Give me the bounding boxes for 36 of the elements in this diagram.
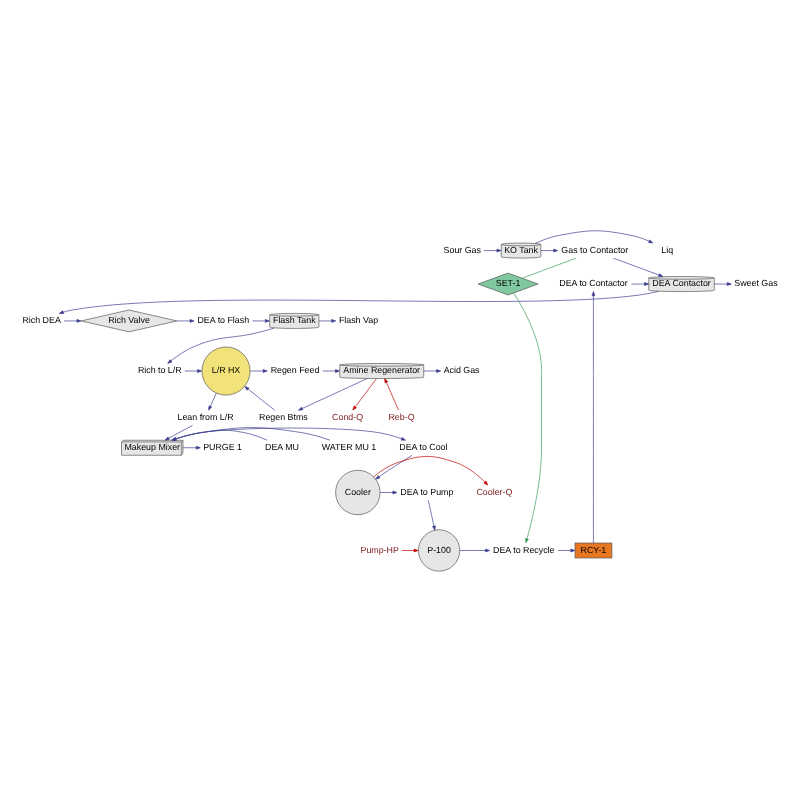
- arrow: [427, 498, 436, 530]
- arrow: [322, 368, 340, 372]
- arrow: [423, 368, 442, 372]
- arrow: [352, 377, 377, 410]
- arrow: [171, 428, 268, 440]
- arrow: [375, 454, 413, 479]
- arrow: [167, 326, 275, 363]
- arrow: [182, 444, 201, 449]
- arrow: [171, 426, 331, 440]
- arrow: [171, 426, 406, 440]
- arrow: [298, 377, 368, 410]
- arrow: [591, 290, 596, 543]
- arrow: [164, 424, 193, 440]
- arrow: [373, 455, 489, 485]
- connector: [521, 256, 577, 278]
- arrow: [252, 318, 270, 322]
- arrow: [540, 247, 559, 252]
- arrow: [557, 547, 576, 552]
- arrow: [535, 229, 654, 243]
- arrow: [613, 256, 664, 276]
- arrow: [244, 385, 276, 410]
- arrow: [483, 247, 502, 252]
- arrow: [184, 368, 202, 372]
- arrow: [401, 547, 419, 552]
- arrow: [513, 291, 542, 543]
- arrow: [208, 391, 217, 410]
- arrow: [176, 318, 195, 322]
- arrow: [58, 290, 659, 313]
- arrow: [631, 281, 649, 285]
- arrow: [459, 547, 490, 552]
- arrow: [249, 368, 268, 372]
- arrow: [384, 377, 399, 410]
- arrow: [318, 318, 337, 322]
- arrow: [63, 318, 82, 322]
- arrow: [714, 281, 732, 285]
- arrow: [379, 489, 398, 494]
